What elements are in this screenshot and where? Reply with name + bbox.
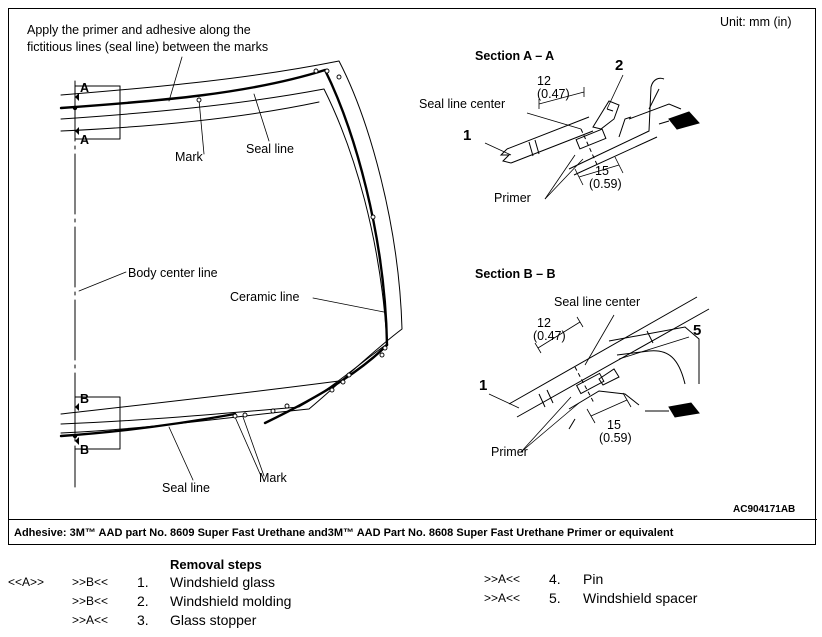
ceramic-line <box>60 88 388 425</box>
section-aa-dim-top-in: (0.47) <box>537 87 570 101</box>
section-a-bottom-label: A <box>80 133 90 147</box>
adhesive-tube-a <box>658 111 700 130</box>
step-number: 2. <box>137 593 149 609</box>
section-aa-callout-2: 2 <box>615 57 624 74</box>
section-b-bottom-label: B <box>80 443 90 457</box>
seal-line-label-bottom: Seal line <box>162 481 210 495</box>
section-bb-dim-bottom-in: (0.59) <box>599 431 632 445</box>
section-b-top-label: B <box>80 392 90 406</box>
step-tag[interactable]: >>A<< <box>484 572 521 586</box>
mark-label-top: Mark <box>175 150 203 164</box>
section-aa-seal-line-center: Seal line center <box>419 97 506 111</box>
section-aa-dim-top: 12 <box>537 74 551 88</box>
step-number: 3. <box>137 612 149 628</box>
section-bb-dim-top: 12 <box>537 316 551 330</box>
mark-label-bottom: Mark <box>259 471 287 485</box>
unit-label: Unit: mm (in) <box>720 15 792 29</box>
section-bb-drawing <box>488 296 710 453</box>
section-bb-dim-bottom: 15 <box>607 418 621 432</box>
step-tag[interactable]: >>A<< <box>484 591 521 605</box>
step-number: 1. <box>137 574 149 590</box>
step-label: Windshield glass <box>170 574 276 590</box>
step-label: Windshield spacer <box>583 590 698 606</box>
section-bb-primer: Primer <box>491 445 528 459</box>
seal-line-bottom-path <box>59 412 237 438</box>
step-number: 4. <box>549 571 561 587</box>
section-cut-b <box>74 396 121 450</box>
step-label: Glass stopper <box>170 612 257 628</box>
removal-steps-title: Removal steps <box>170 557 262 572</box>
section-aa-primer: Primer <box>494 191 531 205</box>
section-bb-title: Section B – B <box>475 267 556 281</box>
section-bb-callout-1: 1 <box>479 377 488 394</box>
step-label: Pin <box>583 571 604 587</box>
step-label: Windshield molding <box>170 593 292 609</box>
section-aa-callout-1: 1 <box>463 127 472 144</box>
note-line-1: Apply the primer and adhesive along the <box>27 23 251 37</box>
step-number: 5. <box>549 590 561 606</box>
body-center-line-label: Body center line <box>128 266 218 280</box>
step-tag[interactable]: >>B<< <box>72 594 109 608</box>
section-aa-title: Section A – A <box>475 49 555 63</box>
section-aa-dim-bottom-in: (0.59) <box>589 177 622 191</box>
adhesive-note: Adhesive: 3M™ AAD part No. 8609 Super Fa… <box>9 519 817 546</box>
section-bb-callout-5: 5 <box>693 322 702 339</box>
ceramic-line-label: Ceramic line <box>230 290 300 304</box>
figure-id: AC904171AB <box>733 504 796 515</box>
section-a-top-label: A <box>80 81 90 95</box>
step-pre-tag[interactable]: <<A>> <box>8 575 45 589</box>
seal-line-label-top: Seal line <box>246 142 294 156</box>
section-aa-drawing <box>484 74 682 200</box>
section-bb-seal-line-center: Seal line center <box>554 295 641 309</box>
illustration-frame: Unit: mm (in) Apply the primer and adhes… <box>8 8 817 546</box>
adhesive-tube-b <box>645 402 700 418</box>
step-tag[interactable]: >>A<< <box>72 613 109 627</box>
windshield-diagram <box>59 56 710 488</box>
step-tag[interactable]: >>B<< <box>72 575 109 589</box>
seal-line-path <box>59 68 389 347</box>
note-line-2: fictitious lines (seal line) between the… <box>27 40 269 54</box>
section-bb-dim-top-in: (0.47) <box>533 329 566 343</box>
windshield-outline <box>60 60 403 434</box>
section-aa-dim-bottom: 15 <box>595 164 609 178</box>
